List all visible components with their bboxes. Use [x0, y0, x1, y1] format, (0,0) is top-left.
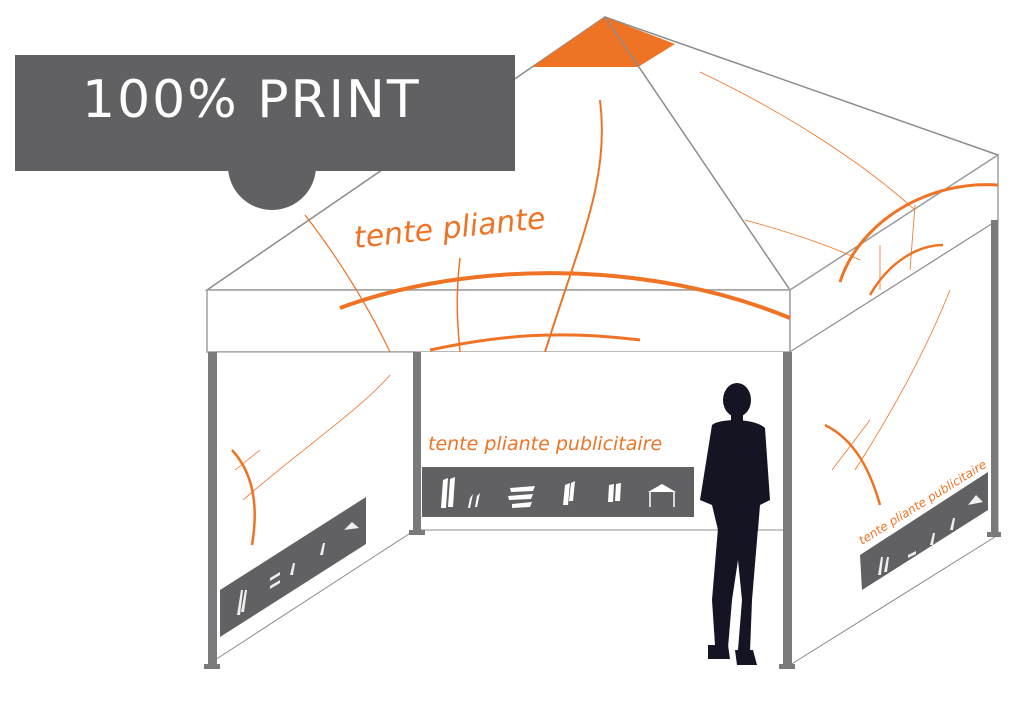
tent-icon [648, 484, 676, 492]
flag-stack-icon [563, 481, 575, 505]
banners-icon [508, 486, 535, 508]
flags-pair-icon [608, 483, 621, 502]
roof: tente pliante [204, 16, 1000, 354]
flags-icon [441, 477, 455, 508]
back-wall-label: tente pliante publicitaire [428, 433, 662, 455]
person-silhouette [700, 383, 770, 665]
right-wall: tente pliante publicitaire [789, 219, 999, 666]
back-wall-icons [441, 477, 676, 508]
frame-legs [204, 220, 1001, 669]
print-banner-text: 100% PRINT [82, 70, 421, 130]
left-wall [214, 351, 416, 661]
right-wall-icon-strip [860, 472, 988, 590]
